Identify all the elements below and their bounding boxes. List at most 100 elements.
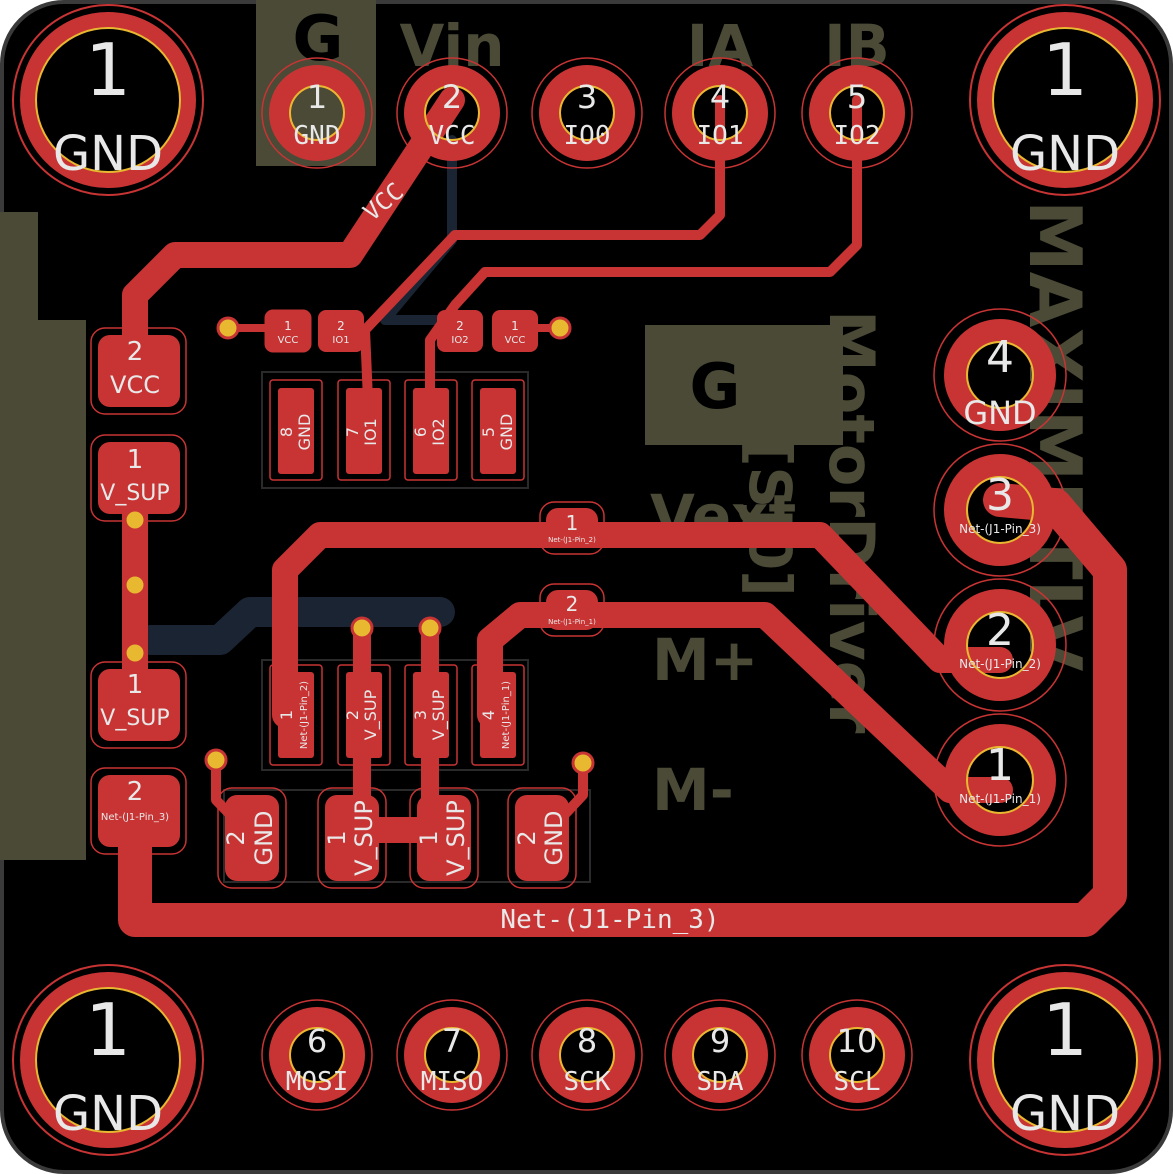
pad-number: 5 (479, 427, 498, 437)
bottom-header-pin-6[interactable]: 6 MOSI (261, 999, 373, 1111)
pad-net: Net-(J1-Pin_3) (101, 812, 169, 823)
pin-number: 3 (986, 470, 1014, 521)
ic-pin-4[interactable]: 4 Net-(J1-Pin_1) (471, 664, 525, 766)
left-pad-vsup-bottom[interactable]: 1 V_SUP (90, 661, 187, 749)
pad-number: 1 (566, 511, 579, 535)
motor-plus-label: M+ (652, 626, 758, 694)
pad-net: Net-(J1-Pin_2) (548, 536, 596, 544)
left-pad-net-j1-pin3[interactable]: 2 Net-(J1-Pin_3) (90, 767, 187, 855)
right-header-pin-3[interactable]: 3 Net-(J1-Pin_3) (933, 443, 1067, 577)
right-header-pin-2[interactable]: 2 Net-(J1-Pin_2) (933, 578, 1067, 712)
pad-number: 2 (127, 777, 144, 807)
ic-pin-5[interactable]: 5 GND (471, 379, 525, 481)
pad-net: V_SUP (100, 706, 169, 731)
pad-net: V_SUP (361, 689, 381, 740)
pad-number: 1 (127, 445, 144, 475)
ic-pin-8[interactable]: 8 GND (269, 379, 323, 481)
pad-net: GND (250, 810, 278, 865)
ic-pin-3[interactable]: 3 V_SUP (404, 664, 458, 766)
header-gnd-tag: G (293, 2, 344, 75)
small-pad-vcc-right[interactable]: 1 VCC (492, 310, 538, 352)
pin-number: 1 (307, 78, 327, 116)
ic-pin-1[interactable]: 1 Net-(J1-Pin_2) (269, 664, 323, 766)
pin-net: SDA (697, 1067, 744, 1097)
mounting-hole-bottom-right[interactable]: 1 GND (969, 964, 1161, 1156)
ic-pin-6[interactable]: 6 IO2 (404, 379, 458, 481)
pad-net: Net-(J1-Pin_1) (548, 618, 596, 626)
right-header-pin-4[interactable]: 4 GND (933, 308, 1067, 442)
motor-minus-label: M- (652, 756, 734, 824)
top-header-pin-5[interactable]: 5 IO2 (801, 57, 913, 169)
mounting-hole-top-left[interactable]: 1 GND (12, 4, 204, 196)
pad-number: 1 (323, 830, 351, 845)
mounting-hole-top-right[interactable]: 1 GND (969, 4, 1161, 196)
mounting-hole-number: 1 (85, 28, 131, 112)
pin-net: MOSI (286, 1067, 349, 1097)
pin-number: 4 (986, 332, 1014, 383)
left-side-label: Vin0-2 Vext (14, 330, 79, 701)
pin-net: Net-(J1-Pin_2) (959, 657, 1041, 671)
pad-net: VCC (110, 371, 160, 399)
cap-pad-gnd-left[interactable]: 2 GND (217, 787, 287, 889)
pin-number: 6 (307, 1022, 327, 1060)
pad-net: V_SUP (350, 800, 378, 876)
resistor-pad-1[interactable]: 1 Net-(J1-Pin_2) (539, 501, 605, 555)
cap-pad-gnd-right[interactable]: 2 GND (507, 787, 577, 889)
pin-net: SCK (564, 1067, 611, 1097)
mounting-hole-net: GND (53, 126, 163, 182)
pin-number: 4 (710, 78, 730, 116)
bottom-header-pin-9[interactable]: 9 SDA (664, 999, 776, 1111)
pin-number: 2 (442, 78, 462, 116)
top-header-pin-3[interactable]: 3 IO0 (531, 57, 643, 169)
pin-number: 10 (837, 1022, 878, 1060)
pin-net: Net-(J1-Pin_1) (959, 792, 1041, 806)
pin-number: 7 (442, 1022, 462, 1060)
pad-number: 3 (411, 710, 430, 720)
ic-pin-2[interactable]: 2 V_SUP (337, 664, 391, 766)
cap-pad-vsup-left[interactable]: 1 V_SUP (317, 787, 387, 889)
vias (123, 316, 595, 775)
pad-number: 1 (415, 830, 443, 845)
top-header-pin-4[interactable]: 4 IO1 (664, 57, 776, 169)
pin-net: GND (963, 394, 1036, 432)
pin-number: 1 (986, 740, 1014, 791)
left-pad-vsup-top[interactable]: 1 V_SUP (90, 434, 187, 522)
right-title-line2: [SJ0] (736, 440, 804, 597)
left-pad-vcc[interactable]: 2 VCC (90, 327, 187, 415)
mounting-hole-net: GND (1010, 1086, 1120, 1142)
center-gnd-silk-block (645, 325, 843, 445)
bottom-header-pin-7[interactable]: 7 MISO (396, 999, 508, 1111)
bottom-header-pin-10[interactable]: 10 SCL (801, 999, 913, 1111)
top-header-pin-2[interactable]: 2 VCC (396, 57, 508, 169)
top-header-pin-1[interactable]: 1 GND (261, 57, 373, 169)
pin-net: GND (294, 121, 341, 151)
pin-net: IO1 (697, 121, 744, 151)
pad-number: 6 (411, 427, 430, 437)
pin-net: MISO (421, 1067, 484, 1097)
resistor-pad-2[interactable]: 2 Net-(J1-Pin_1) (539, 583, 605, 637)
pad-net: IO1 (361, 418, 380, 446)
pad-number: 7 (343, 427, 362, 437)
pin-number: 9 (710, 1022, 730, 1060)
footprint-outlines (223, 371, 591, 883)
pad-number: 2 (513, 830, 541, 845)
small-pad-io1[interactable]: 2 IO1 (318, 310, 364, 352)
mounting-hole-bottom-left[interactable]: 1 GND (12, 964, 204, 1156)
small-pad-io2[interactable]: 2 IO2 (437, 310, 483, 352)
mounting-hole-net: GND (1010, 126, 1120, 182)
left-silk-connector (0, 212, 38, 330)
pad-number: 1 (277, 710, 296, 720)
net-j1-pin3-trace-label: Net-(J1-Pin_3) (500, 905, 719, 935)
right-header-pin-1[interactable]: 1 Net-(J1-Pin_1) (933, 713, 1067, 847)
small-pad-vcc-left[interactable]: 1 VCC (264, 309, 312, 353)
pad-net: VCC (505, 335, 526, 346)
pad-net: Net-(J1-Pin_2) (299, 681, 310, 749)
left-silk-strip (0, 320, 86, 860)
bottom-header-pin-8[interactable]: 8 SCK (531, 999, 643, 1111)
pad-net: V_SUP (429, 689, 449, 740)
ic-pin-7[interactable]: 7 IO1 (337, 379, 391, 481)
pad-number: 1 (284, 319, 292, 333)
mounting-hole-number: 1 (85, 988, 131, 1072)
cap-pad-vsup-right[interactable]: 1 V_SUP (409, 787, 479, 889)
